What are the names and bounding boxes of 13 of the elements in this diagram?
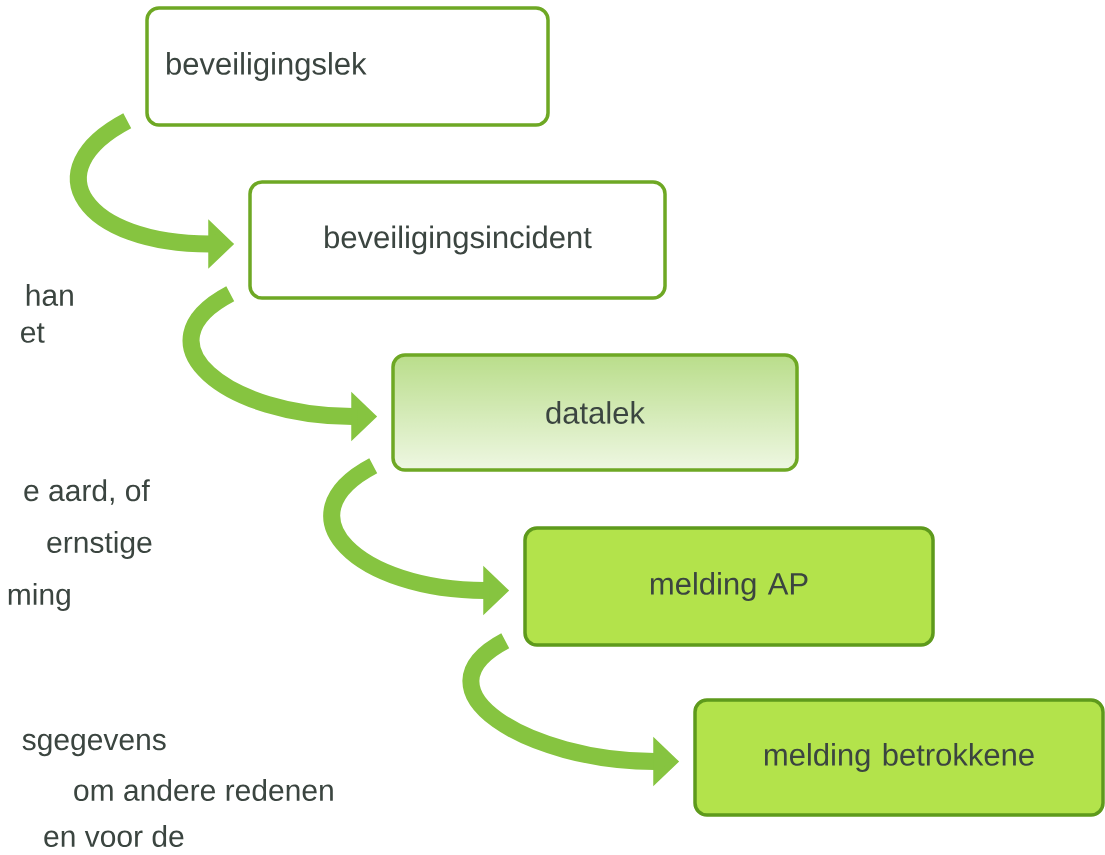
text-fragment: ernstige <box>47 531 152 559</box>
process-box: beveiligingsincident <box>248 180 667 300</box>
text-fragment: om andere redenen <box>74 779 333 802</box>
text-fragment: ming <box>8 583 70 611</box>
text-fragment: et <box>21 323 45 343</box>
process-box: melding betrokkene <box>693 698 1105 817</box>
text-fragment: e aard, of <box>24 479 150 505</box>
text-fragment: han <box>26 284 73 307</box>
text-fragment: sgegevens <box>22 733 166 757</box>
text-fragment: en voor de <box>44 825 184 848</box>
process-box: datalek <box>391 353 799 472</box>
process-box: beveiligingslek <box>145 6 550 127</box>
process-box: melding AP <box>523 526 935 647</box>
